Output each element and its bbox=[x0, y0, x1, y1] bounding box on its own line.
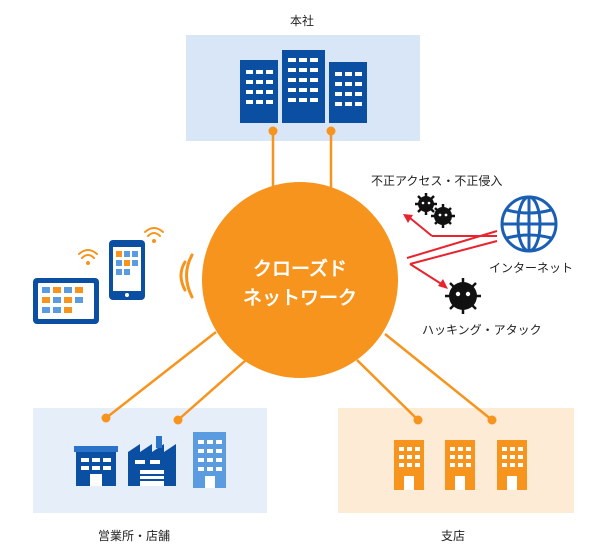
internet-label: インターネット bbox=[489, 261, 574, 275]
closed-network-title-line2: ネットワーク bbox=[242, 287, 357, 309]
smartphone-icon bbox=[109, 240, 145, 300]
hacking-attack-label: ハッキング・アタック bbox=[422, 323, 542, 337]
unauthorized-access-label: 不正アクセス・不正侵入 bbox=[371, 174, 503, 188]
arrow-heads bbox=[403, 214, 448, 289]
branch-building-icon bbox=[394, 440, 527, 490]
tablet-icon bbox=[33, 278, 99, 324]
hq-building-icon bbox=[240, 50, 367, 123]
network-connectors bbox=[105, 131, 493, 421]
attack-arrows bbox=[406, 217, 498, 286]
wifi-icon bbox=[78, 227, 164, 265]
branch-label: 支店 bbox=[441, 529, 466, 543]
closed-network-title-line1: クローズド bbox=[252, 258, 348, 280]
globe-icon bbox=[500, 195, 558, 253]
headquarters-label: 本社 bbox=[290, 14, 315, 28]
closed-network-circle bbox=[202, 182, 398, 378]
virus-faces bbox=[421, 201, 471, 297]
virus-spikes bbox=[415, 193, 481, 314]
signal-arcs-icon bbox=[179, 253, 194, 299]
sales-building-icon bbox=[74, 432, 226, 488]
sales-stores-label: 営業所・店舗 bbox=[98, 529, 171, 543]
connector-endpoints bbox=[101, 126, 497, 425]
